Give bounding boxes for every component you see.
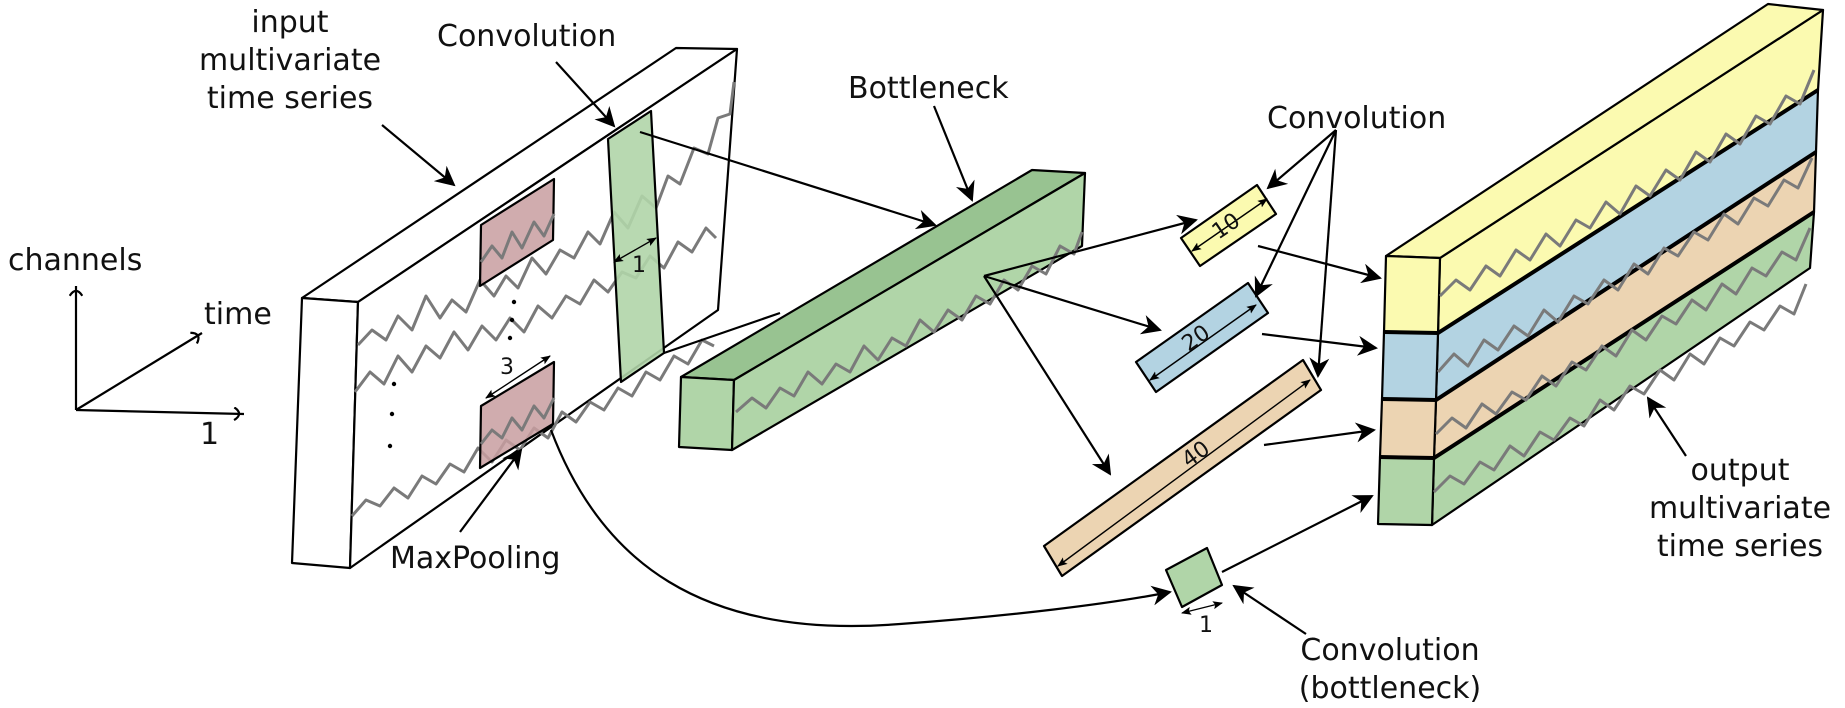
maxpool-window-top	[478, 177, 556, 288]
input-dots-2	[389, 411, 395, 417]
arrow-bottleneck-to-10	[983, 214, 1198, 278]
arrow-maxpool-to-conv	[549, 429, 1172, 628]
flow-arrows	[381, 61, 1687, 635]
axis-one-label: 1	[200, 417, 219, 452]
axis-time-line	[75, 333, 203, 411]
branch-convolutions: 10 20 40 1	[1042, 183, 1323, 638]
pool-dots-1	[511, 299, 517, 305]
bottleneck-projection-line	[663, 311, 781, 355]
axis-channels-label: channels	[8, 243, 142, 278]
bottleneck-front	[677, 375, 736, 452]
output-wave-yellow	[1438, 69, 1816, 298]
arrow-40-to-output	[1263, 422, 1376, 447]
pointer-conv-to-20	[1254, 129, 1337, 298]
bottleneck-conv-arrow	[1181, 601, 1223, 615]
input-series-box: 3 1	[290, 46, 739, 570]
convolution-top-label: Convolution	[437, 19, 616, 54]
maxpool-wave-bottom	[479, 397, 556, 445]
output-sep-3	[1379, 210, 1816, 461]
output-tan-front	[1378, 397, 1438, 460]
pool-dots-2	[509, 317, 515, 323]
output-series-label-3: time series	[1657, 529, 1823, 564]
input-series-label-1: input	[251, 5, 328, 40]
maxpooling-label: MaxPooling	[390, 541, 560, 576]
pool-width-arrow	[485, 355, 551, 399]
input-box-side	[290, 296, 360, 570]
convolution-branches-label: Convolution	[1267, 101, 1446, 136]
maxpool-wave-top	[479, 213, 556, 263]
bottleneck-bar	[677, 168, 1087, 452]
output-stack	[1376, 2, 1825, 527]
conv-bottleneck-label-1: Convolution	[1300, 633, 1479, 668]
axes: channels time 1	[8, 243, 272, 452]
kernel-40-arrow	[1057, 379, 1311, 567]
output-yellow-front	[1382, 254, 1442, 335]
arrow-conv-to-output	[1221, 495, 1374, 573]
bottleneck-wave	[735, 231, 1084, 414]
conv-width-arrow	[613, 237, 657, 263]
pointer-bottleneck-label	[932, 105, 975, 202]
bottleneck-conv-box	[1164, 546, 1224, 609]
output-series-label-2: multivariate	[1649, 491, 1831, 526]
arrow-20-to-output	[1261, 332, 1378, 356]
input-dots-1	[391, 381, 397, 387]
pool-dots-3	[507, 335, 513, 341]
pointer-input-label	[381, 124, 456, 187]
arrow-bottleneck-to-40	[983, 275, 1112, 476]
pointer-bottleneck-conv-label	[1232, 584, 1307, 635]
labels: input multivariate time series Convoluti…	[199, 5, 1831, 706]
pool-width-label: 3	[500, 355, 514, 380]
output-wave-blue	[1436, 157, 1814, 373]
kernel-10-arrow	[1191, 198, 1268, 252]
pointer-conv-label	[555, 61, 616, 128]
output-sep-1	[1383, 88, 1820, 336]
output-wave-green	[1432, 283, 1808, 494]
input-wave-top	[356, 81, 736, 347]
arrow-input-to-bottleneck	[639, 130, 937, 230]
output-wave-tan	[1434, 227, 1812, 436]
bottleneck-label: Bottleneck	[848, 71, 1009, 106]
pointer-maxpool-label	[459, 448, 523, 533]
input-box-front	[348, 47, 739, 570]
arrow-10-to-output	[1257, 244, 1382, 284]
axis-one-line	[75, 410, 245, 414]
conv-width-label: 1	[632, 253, 646, 278]
input-series-label-2: multivariate	[199, 43, 381, 78]
output-green-front	[1376, 455, 1436, 527]
axis-time-label: time	[204, 297, 272, 332]
output-series-label-1: output	[1691, 453, 1790, 488]
output-blue-front	[1380, 330, 1440, 402]
pointer-conv-to-10	[1266, 129, 1337, 190]
kernel-20-arrow	[1149, 304, 1257, 381]
arrow-bottleneck-to-20	[983, 274, 1162, 335]
pointer-conv-to-40	[1309, 129, 1338, 378]
output-sep-2	[1381, 150, 1818, 403]
bottleneck-conv-width-label: 1	[1199, 613, 1213, 638]
pointer-output-label	[1646, 396, 1687, 457]
input-series-label-3: time series	[207, 81, 373, 116]
conv-bottleneck-label-2: (bottleneck)	[1299, 671, 1481, 706]
bottleneck-side	[730, 171, 1087, 452]
input-dots-3	[387, 443, 393, 449]
